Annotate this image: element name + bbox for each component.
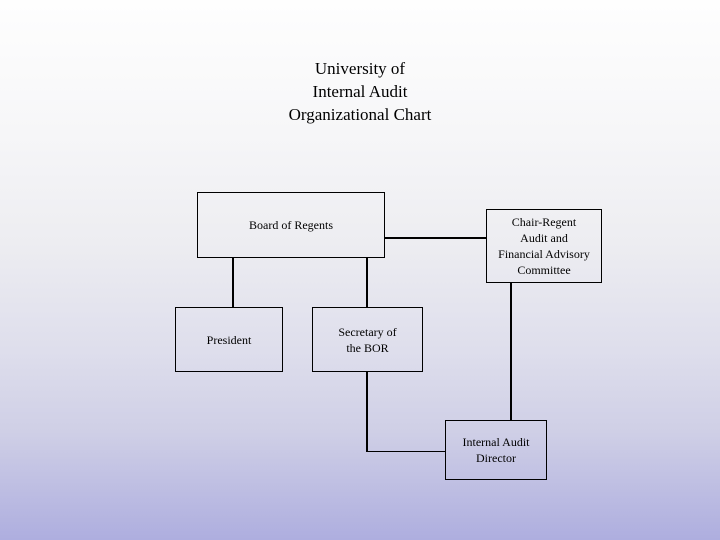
node-chair-regent-committee: Chair-Regent Audit and Financial Advisor… bbox=[486, 209, 602, 283]
node-president: President bbox=[175, 307, 283, 372]
node-internal-audit-director-label: Internal Audit Director bbox=[462, 435, 530, 465]
node-secretary-of-the-bor-label: Secretary of the BOR bbox=[338, 324, 397, 355]
node-chair-regent-committee-label: Chair-Regent Audit and Financial Advisor… bbox=[498, 215, 590, 277]
node-secretary-of-the-bor: Secretary of the BOR bbox=[312, 307, 423, 372]
node-internal-audit-director: Internal Audit Director bbox=[445, 420, 547, 480]
node-board-of-regents-label: Board of Regents bbox=[249, 218, 333, 232]
connector-secretary-to-director-vertical bbox=[366, 372, 368, 452]
connector-board-to-secretary bbox=[366, 258, 368, 307]
connector-secretary-to-director-horizontal bbox=[366, 450, 445, 452]
connector-board-to-president bbox=[232, 258, 234, 307]
slide-title: University of Internal Audit Organizatio… bbox=[288, 59, 432, 124]
connector-chair-to-director bbox=[510, 283, 512, 420]
connector-board-to-chair bbox=[385, 237, 486, 239]
node-board-of-regents: Board of Regents bbox=[197, 192, 385, 258]
node-president-label: President bbox=[206, 332, 252, 347]
